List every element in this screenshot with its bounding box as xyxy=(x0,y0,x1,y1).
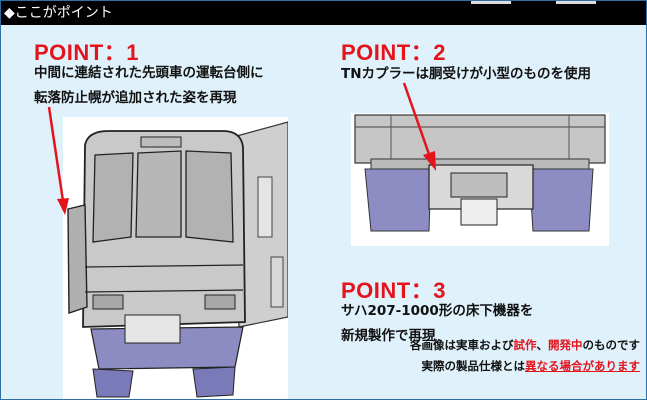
point-3-line-2: 新規製作で再現 xyxy=(341,328,436,344)
disclaimer-line-2: 実際の製品仕様とは異なる場合があります xyxy=(410,356,641,377)
point-2-line-1: TNカプラーは胴受けが小型のものを使用 xyxy=(341,66,592,82)
point-1-line-2: 転落防止幌が追加された姿を再現 xyxy=(34,90,237,106)
cab-illustration-image xyxy=(63,117,288,399)
disclaimer-notes: 各画像は実車および試作、開発中のものです 実際の製品仕様とは異なる場合があります xyxy=(410,335,640,377)
coupler-illustration-svg xyxy=(351,113,609,246)
cab-illustration-svg xyxy=(63,117,288,399)
note1-suffix: のものです xyxy=(582,338,641,352)
point-3-title: POINT：3 xyxy=(341,278,446,303)
disclaimer-line-1: 各画像は実車および試作、開発中のものです xyxy=(410,335,640,356)
point-1-title: POINT：1 xyxy=(34,40,139,65)
coupler-illustration-image xyxy=(351,113,609,246)
note1-red-prototype: 試作 xyxy=(513,338,537,352)
note2-red-differ: 異なる場合があります xyxy=(525,359,640,373)
note2-prefix: 実際の製品仕様とは xyxy=(421,359,526,373)
header-tick-mark xyxy=(556,1,596,4)
note1-mid: 、 xyxy=(536,338,549,352)
point-1-line-1: 中間に連結された先頭車の運転台側に xyxy=(34,65,264,81)
point-1-arrow xyxy=(47,106,69,215)
point-3-text: サハ207-1000形の床下機器を 新規製作で再現 xyxy=(341,299,533,349)
header-tick-mark xyxy=(471,1,511,4)
point-2-text: TNカプラーは胴受けが小型のものを使用 xyxy=(341,62,591,87)
header-bar: ◆ここがポイント xyxy=(1,1,646,25)
header-title: ◆ここがポイント xyxy=(4,5,113,21)
point-3-line-1: サハ207-1000形の床下機器を xyxy=(341,303,534,319)
point-2-title: POINT：2 xyxy=(341,40,446,65)
point-2-arrow xyxy=(402,82,436,171)
note1-red-development: 開発中 xyxy=(548,338,583,352)
point-1-text: 中間に連結された先頭車の運転台側に 転落防止幌が追加された姿を再現 xyxy=(34,61,264,111)
note1-prefix: 各画像は実車および xyxy=(410,338,514,352)
